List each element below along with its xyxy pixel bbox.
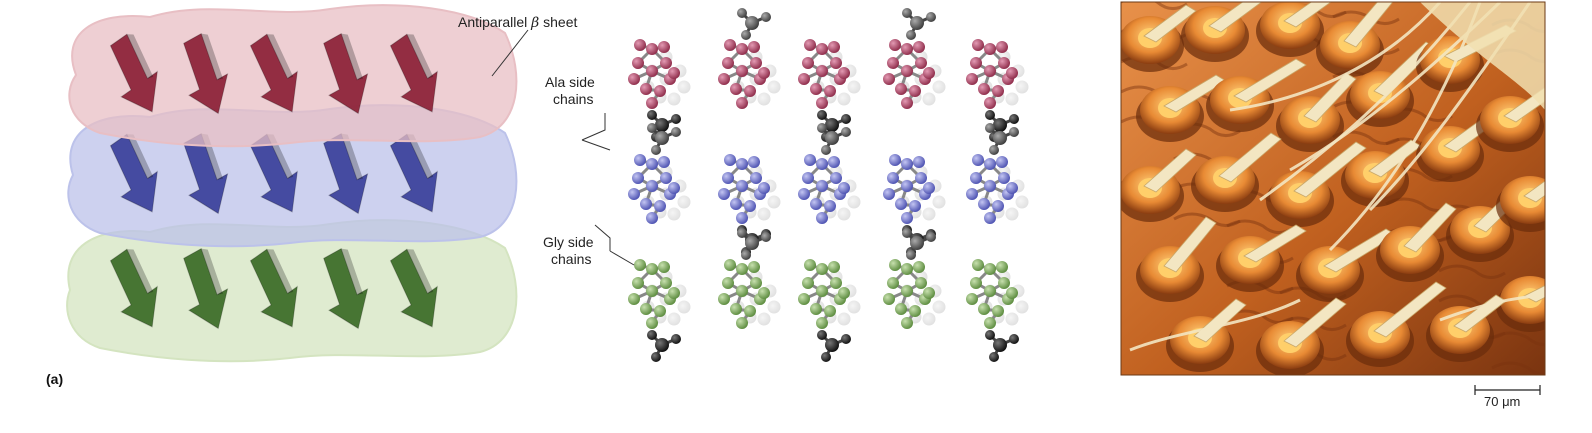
spigot-cone <box>1181 2 1263 62</box>
micrograph-frame <box>1120 1 1546 376</box>
green-beta-strand-arrow <box>323 247 369 330</box>
beta-symbol: β <box>531 15 540 31</box>
spigot-cone <box>1121 4 1197 72</box>
red-residue-cluster <box>718 8 781 109</box>
spigot-cone <box>1136 216 1217 302</box>
gly-side-chains-label: Gly side chains <box>543 234 594 268</box>
gly-side-chain <box>985 123 1019 155</box>
green-residue-cluster <box>883 228 946 329</box>
red-beta-strand-arrow <box>323 32 369 115</box>
red-beta-strand-arrow <box>389 33 438 113</box>
gly-side-chain <box>647 123 681 155</box>
silk-thread <box>1129 298 1301 352</box>
red-sheet-layer <box>68 4 518 148</box>
green-beta-strand-arrow <box>249 248 298 328</box>
ala-leader-line-2 <box>581 139 611 151</box>
gly-leader-line <box>594 224 611 251</box>
blue-beta-strand-arrow <box>109 133 158 213</box>
stacked-beta-sheets <box>66 4 518 363</box>
green-residue-cluster <box>628 259 691 362</box>
gly-side-chain <box>902 228 936 260</box>
gly-side-chain <box>737 228 771 260</box>
spinneret-micrograph <box>1121 2 1545 375</box>
spigot-cone <box>1376 202 1457 282</box>
panel-label-a: (a) <box>46 371 64 387</box>
red-residue-cluster <box>966 39 1029 142</box>
green-beta-strand-arrow <box>109 248 158 328</box>
gly-side-chain <box>902 8 936 40</box>
blue-residue-cluster <box>798 123 861 224</box>
silk-thread <box>1259 2 1472 202</box>
silk-thread <box>1328 2 1482 252</box>
gly-label-line2: chains <box>551 251 592 267</box>
green-residue-cluster <box>718 228 781 329</box>
green-sheet-layer <box>66 219 518 363</box>
silk-thread <box>1439 293 1545 322</box>
spigot-cone <box>1216 224 1307 292</box>
red-beta-strand-arrow <box>109 33 158 113</box>
spigot-cone <box>1276 72 1357 152</box>
ala-side-chain <box>647 330 681 362</box>
red-beta-strand-arrow <box>183 32 229 115</box>
ala-label-line1: Ala side <box>545 74 595 90</box>
antiparallel-prefix: Antiparallel <box>458 14 532 30</box>
red-residue-cluster <box>798 39 861 142</box>
spigot-cone <box>1206 58 1307 132</box>
antiparallel-beta-sheet-label: Antiparallel β sheet <box>458 14 577 32</box>
green-residue-cluster <box>966 259 1029 362</box>
spigot-cone <box>1191 132 1282 212</box>
gly-side-chain <box>737 8 771 40</box>
ala-leader-line <box>581 113 606 141</box>
ala-side-chains-label: Ala side chains <box>545 74 595 108</box>
gly-label-line1: Gly side <box>543 234 594 250</box>
spigot-cone <box>1121 148 1197 222</box>
scale-bar-label: 70 μm <box>1484 394 1521 409</box>
blue-residue-cluster <box>628 123 691 224</box>
ala-side-chain <box>647 110 681 142</box>
ala-side-chain <box>985 330 1019 362</box>
green-beta-strand-arrow <box>183 247 229 330</box>
green-residue-cluster <box>798 259 861 362</box>
red-beta-strand-arrow <box>249 33 298 113</box>
red-residue-cluster <box>628 39 691 142</box>
ala-side-chain <box>817 330 851 362</box>
gly-leader-line-2 <box>609 250 635 266</box>
antiparallel-suffix: sheet <box>539 14 578 30</box>
spigot-cone <box>1136 74 1227 142</box>
spigot-cone <box>1496 176 1545 232</box>
spigot-cone <box>1266 141 1367 227</box>
blue-beta-strand-arrow <box>323 132 369 215</box>
ala-label-line2: chains <box>553 91 594 107</box>
antiparallel-leader-line <box>491 29 529 77</box>
scale-bar <box>1474 385 1541 395</box>
red-residue-cluster <box>883 8 946 109</box>
spigot-cone <box>1256 297 1347 375</box>
spigot-cone <box>1296 228 1397 302</box>
spigot-cone <box>1496 276 1545 332</box>
spigot-cone <box>1476 87 1545 152</box>
silk-fibre-mass <box>1420 2 1545 110</box>
silk-thread <box>1229 2 1442 112</box>
blue-residue-cluster <box>718 154 781 257</box>
leader-lines <box>491 29 635 266</box>
spigot-cone <box>1256 2 1332 57</box>
gly-side-chain <box>817 123 851 155</box>
spigot-cone <box>1346 281 1447 367</box>
green-beta-strand-arrow <box>389 248 438 328</box>
blue-residue-cluster <box>966 123 1029 224</box>
side-chain-lattice <box>628 8 1029 362</box>
